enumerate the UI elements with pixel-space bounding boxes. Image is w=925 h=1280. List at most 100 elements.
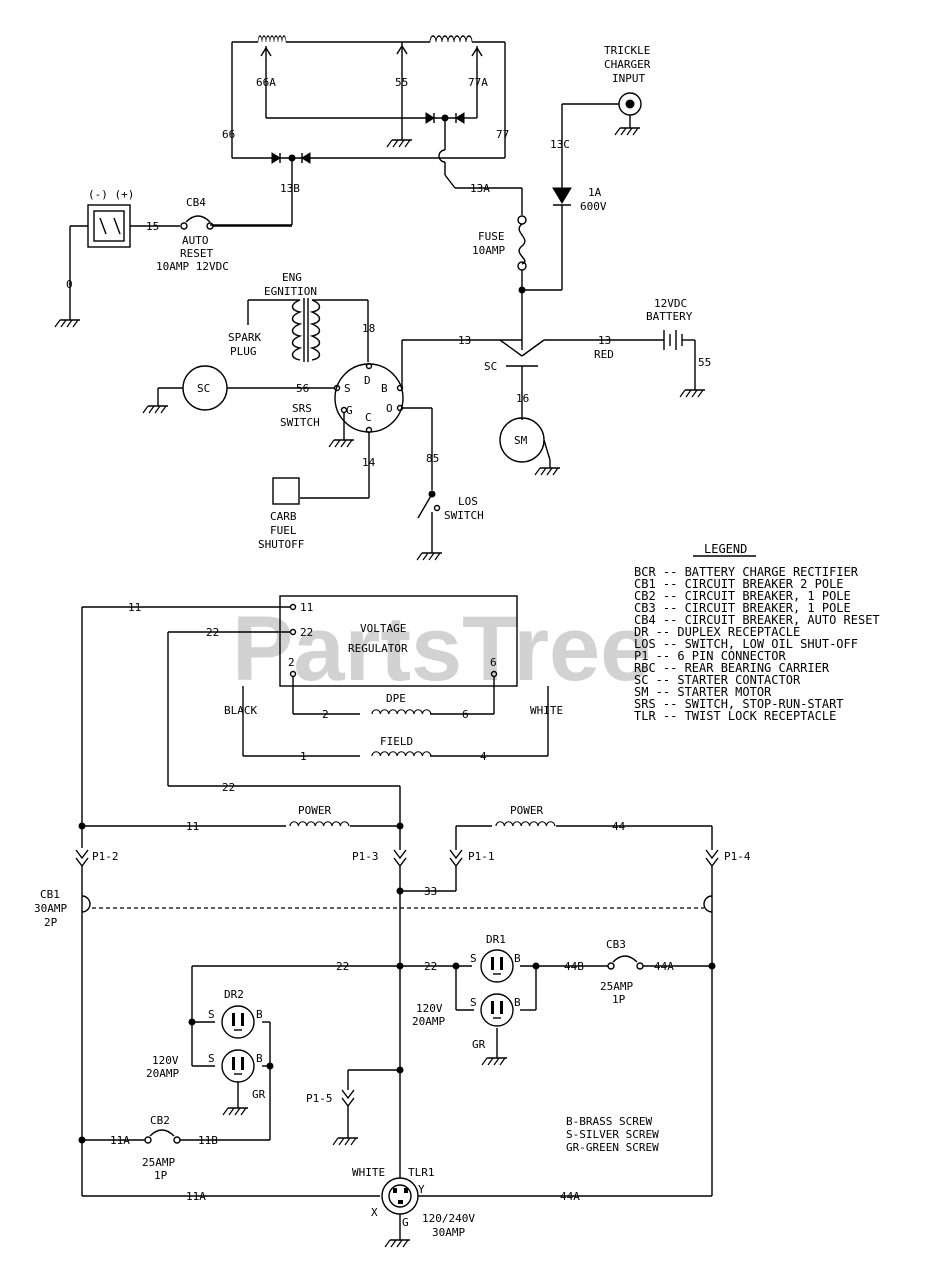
label-11A-bottom: 11A: [186, 1190, 206, 1203]
label-13-srs: 13: [458, 334, 471, 347]
carb-label-2: FUEL: [270, 524, 297, 537]
dr2-pin-s: S: [208, 1008, 215, 1021]
label-66: 66: [222, 128, 235, 141]
battery-12vdc: [640, 330, 706, 398]
legend-item: DR -- DUPLEX RECEPTACLE: [634, 625, 800, 639]
srs-switch-label-1: SRS: [292, 402, 312, 415]
dr1-label: DR1: [486, 933, 506, 946]
srs-pin-b: B: [381, 382, 388, 395]
dpe-label: DPE: [386, 692, 406, 705]
cb3-rating-1: 25AMP: [600, 980, 633, 993]
label-15: 15: [146, 220, 159, 233]
cb3-rating-2: 1P: [612, 993, 626, 1006]
label-22-top: 22: [206, 626, 219, 639]
dc-outlet: [54, 204, 180, 328]
spark-plug-1: SPARK: [228, 331, 261, 344]
vr-title-1: VOLTAGE: [360, 622, 406, 635]
label-77A: 77A: [468, 76, 488, 89]
tlr-y: Y: [418, 1183, 425, 1196]
label-14: 14: [362, 456, 376, 469]
diode-rating-1: 1A: [588, 186, 602, 199]
fuse-label-1: FUSE: [478, 230, 505, 243]
ignition-coil: [247, 298, 369, 362]
legend-item: SM -- STARTER MOTOR: [634, 685, 772, 699]
label-44-power: 44: [612, 820, 626, 833]
field-label: FIELD: [380, 735, 413, 748]
label-22-a: 22: [336, 960, 349, 973]
cb3-label: CB3: [606, 938, 626, 951]
label-22-mid: 22: [222, 781, 235, 794]
cb4-breaker: [180, 215, 292, 230]
field-1: 1: [300, 750, 307, 763]
charger-input-label-1: TRICKLE: [604, 44, 650, 57]
label-66A: 66A: [256, 76, 276, 89]
eng-ignition-1: ENG: [282, 271, 302, 284]
cb1-label-2: 30AMP: [34, 902, 67, 915]
dpe-2: 2: [322, 708, 329, 721]
legend-item: P1 -- 6 PIN CONNECTOR: [634, 649, 786, 663]
legend-item: TLR -- TWIST LOCK RECEPTACLE: [634, 709, 836, 723]
sc-label: SC: [484, 360, 497, 373]
vr-pin-22: 22: [300, 626, 313, 639]
label-11-power: 11: [186, 820, 199, 833]
cb2-rating-1: 25AMP: [142, 1156, 175, 1169]
cb4-label: CB4: [186, 196, 206, 209]
cb4-desc-1: AUTO: [182, 234, 209, 247]
gr-label-dr2: GR: [252, 1088, 266, 1101]
label-55-batt: 55: [698, 356, 711, 369]
srs-pin-o: O: [386, 402, 393, 415]
cb4-desc-3: 10AMP 12VDC: [156, 260, 229, 273]
power-right-label: POWER: [510, 804, 543, 817]
label-55: 55: [395, 76, 408, 89]
cb1-label-1: CB1: [40, 888, 60, 901]
los-switch: [416, 490, 443, 561]
srs-switch-label-2: SWITCH: [280, 416, 320, 429]
p1-2-label: P1-2: [92, 850, 119, 863]
dr2-label: DR2: [224, 988, 244, 1001]
screw-legend-3: GR-GREEN SCREW: [566, 1141, 659, 1154]
carb-fuel-shutoff: [272, 477, 300, 505]
dr1-pin-s: S: [470, 952, 477, 965]
legend-item: RBC -- REAR BEARING CARRIER: [634, 661, 830, 675]
carb-label-1: CARB: [270, 510, 297, 523]
dr1-pin-b: B: [514, 952, 521, 965]
sm-label: SM: [514, 434, 528, 447]
srs-pin-g: G: [346, 404, 353, 417]
label-44A: 44A: [654, 960, 674, 973]
polarity-label: (-) (+): [88, 188, 134, 201]
legend-item: SC -- STARTER CONTACTOR: [634, 673, 801, 687]
label-44A-bottom: 44A: [560, 1190, 580, 1203]
watermark: PartsTree: [232, 598, 651, 700]
white-label: WHITE: [530, 704, 563, 717]
fuse-label-2: 10AMP: [472, 244, 505, 257]
spark-plug-2: PLUG: [230, 345, 257, 358]
dr1-rating-2: 20AMP: [412, 1015, 445, 1028]
legend-item: LOS -- SWITCH, LOW OIL SHUT-OFF: [634, 637, 858, 651]
vr-pin-11: 11: [300, 601, 313, 614]
voltage-regulator: [279, 595, 518, 687]
starter-contactor: [499, 339, 640, 420]
label-13A: 13A: [470, 182, 490, 195]
label-11B: 11B: [198, 1134, 218, 1147]
tlr1-label: TLR1: [408, 1166, 435, 1179]
p1-3-label: P1-3: [352, 850, 379, 863]
label-18: 18: [362, 322, 375, 335]
los-label-2: SWITCH: [444, 509, 484, 522]
label-11-top: 11: [128, 601, 141, 614]
stator-windings: [210, 35, 522, 226]
p1-4-label: P1-4: [724, 850, 751, 863]
dr2-pin-s2: S: [208, 1052, 215, 1065]
label-56: 56: [296, 382, 309, 395]
battery-label-2: BATTERY: [646, 310, 693, 323]
dr2-rating-1: 120V: [152, 1054, 179, 1067]
charger-input-label-3: INPUT: [612, 72, 645, 85]
field-4: 4: [480, 750, 487, 763]
vr-pin-6: 6: [490, 656, 497, 669]
srs-pin-s: S: [344, 382, 351, 395]
legend-item: BCR -- BATTERY CHARGE RECTIFIER: [634, 565, 859, 579]
duplex-receptacle-dr1: [480, 949, 514, 1027]
fuse-10amp: [517, 188, 562, 340]
starter-motor: [499, 417, 561, 476]
cb1-label-3: 2P: [44, 916, 58, 929]
